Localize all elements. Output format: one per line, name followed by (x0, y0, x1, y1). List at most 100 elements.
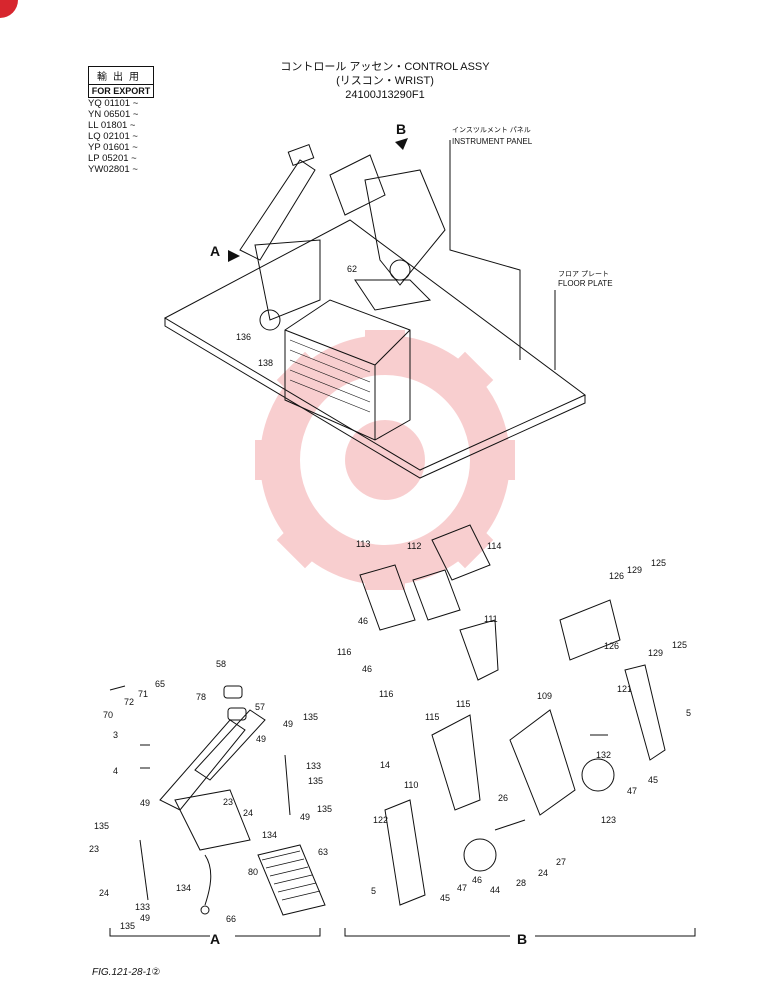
cover-114 (431, 524, 491, 581)
callout: 135 (317, 804, 332, 814)
callout: 45 (440, 893, 450, 903)
callout: 5 (686, 708, 691, 718)
lever-arm-left (239, 159, 316, 261)
disc-44 (463, 838, 497, 872)
callout: 28 (516, 878, 526, 888)
callout: 57 (255, 702, 265, 712)
link-62 (354, 279, 432, 311)
callout: 24 (99, 888, 109, 898)
view-b-arrow-icon (395, 138, 408, 150)
pedal-80 (174, 789, 251, 851)
callout: 49 (140, 913, 150, 923)
view-arrows (228, 138, 408, 262)
callout: 58 (216, 659, 226, 669)
bracket-left (254, 239, 321, 321)
title-line3: 24100J13290F1 (345, 89, 425, 101)
instrument-panel-outline (449, 140, 521, 360)
callout: 62 (347, 264, 357, 274)
pedal-pad-63 (257, 844, 326, 916)
export-jp-label: 輸出用 (89, 67, 153, 85)
callout: 63 (318, 847, 328, 857)
callout: 26 (498, 793, 508, 803)
callout: 49 (256, 734, 266, 744)
lever-121 (624, 664, 666, 761)
callout: 46 (362, 664, 372, 674)
callout: 123 (601, 815, 616, 825)
view-a-arrow-icon (228, 250, 240, 262)
floor-plate-en-label: FLOOR PLATE (558, 279, 613, 288)
bracket-110 (431, 714, 481, 811)
floor-plate-jp-label: フロア プレート (558, 270, 609, 278)
callout: 135 (94, 821, 109, 831)
callout: 122 (373, 815, 388, 825)
callout: 47 (457, 883, 467, 893)
callout: 125 (651, 558, 666, 568)
callout: 112 (407, 541, 421, 551)
callout: 49 (300, 812, 310, 822)
callout: 71 (138, 689, 148, 699)
callout: 46 (472, 875, 482, 885)
callout: 23 (223, 797, 233, 807)
callout: 24 (538, 868, 548, 878)
callout: 133 (306, 761, 321, 771)
callout: 44 (490, 885, 500, 895)
callout: 3 (113, 730, 118, 740)
callout: 126 (609, 571, 624, 581)
title-line1: コントロール アッセン・CONTROL ASSY (280, 61, 490, 73)
callout: 49 (283, 719, 293, 729)
callout: 45 (648, 775, 658, 785)
callout: 5 (371, 886, 376, 896)
callout: 115 (425, 712, 439, 722)
callout: 70 (103, 710, 113, 720)
serial-item: LL 01801 ~ (88, 120, 136, 131)
callout: 65 (155, 679, 165, 689)
callout: 116 (379, 689, 393, 699)
callout: 80 (248, 867, 258, 877)
callout: 110 (404, 780, 418, 790)
figure-reference: FIG.121-28-1② (92, 967, 161, 978)
serial-list: YQ 01101 ~ YN 06501 ~ LL 01801 ~ LQ 0210… (88, 98, 138, 175)
callout: 129 (648, 648, 663, 658)
callout: 126 (604, 641, 619, 651)
diagram-labels: B A インスツルメント パネル INSTRUMENT PANEL フロア プレ… (89, 121, 691, 947)
knob-58 (223, 685, 243, 699)
floor-plate-edge (164, 318, 586, 479)
wrist-control-body (364, 169, 446, 286)
callout: 78 (196, 692, 206, 702)
callout: 66 (226, 914, 236, 924)
callout: 46 (358, 616, 368, 626)
callout: 114 (487, 541, 501, 551)
callout: 129 (627, 565, 642, 575)
section-a-parts (109, 685, 326, 937)
instrument-panel-en-label: INSTRUMENT PANEL (452, 137, 533, 146)
instrument-panel-jp-label: インスツルメント パネル (452, 126, 531, 134)
disc-123 (581, 758, 615, 792)
cover-113 (359, 564, 416, 631)
plate-126 (559, 599, 621, 661)
wrist-control-head (329, 154, 386, 216)
section-a-bracket (109, 928, 321, 937)
export-en-label: FOR EXPORT (91, 86, 151, 96)
section-b-bracket (344, 928, 696, 937)
knob-57 (227, 707, 247, 721)
callout: 134 (262, 830, 277, 840)
callout: 4 (113, 766, 118, 776)
rod-133-right (284, 754, 291, 816)
title-line2: (リスコン・WRIST) (336, 75, 434, 87)
callout: 135 (308, 776, 323, 786)
plate-122 (384, 799, 426, 906)
cable-66 (204, 854, 212, 906)
callout: 24 (243, 808, 253, 818)
plate-111 (459, 619, 499, 681)
callout: 138 (258, 358, 273, 368)
serial-item: YP 01601 ~ (88, 142, 138, 153)
serial-item: LQ 02101 ~ (88, 131, 138, 142)
callout: 115 (456, 699, 470, 709)
view-b-label: B (396, 121, 406, 137)
section-b-parts (344, 524, 696, 937)
callout: 121 (617, 684, 632, 694)
title-block: コントロール アッセン・CONTROL ASSY (リスコン・WRIST) 24… (230, 60, 540, 102)
callout: 132 (596, 750, 611, 760)
